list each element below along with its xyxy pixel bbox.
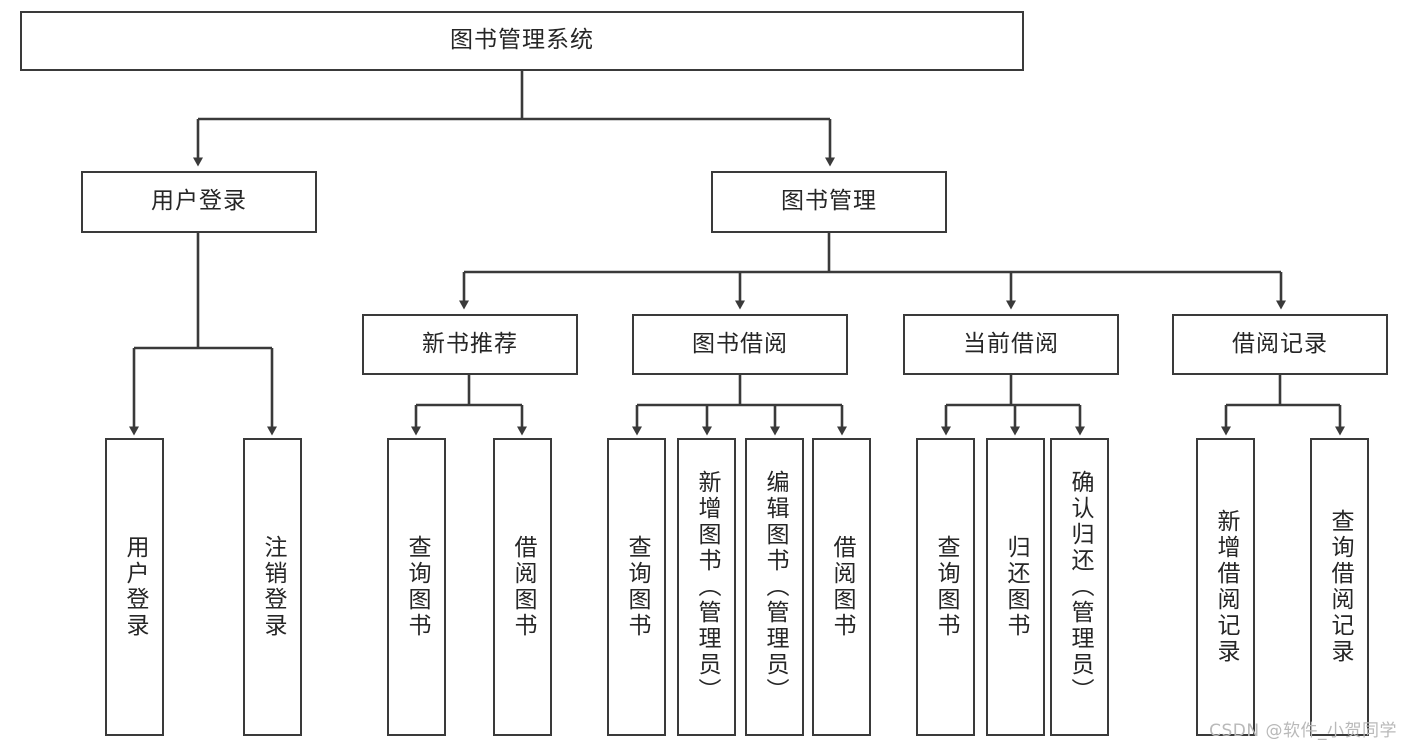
node-borrow-record[interactable]: 借阅记录 xyxy=(1172,314,1388,375)
node-label: 新增图书（管理员） xyxy=(694,470,720,704)
node-leaf-add-book[interactable]: 新增图书（管理员） xyxy=(677,438,736,736)
csdn-watermark: CSDN @软件_小贺同学 xyxy=(1209,721,1397,741)
node-label: 查询图书 xyxy=(404,535,430,639)
node-book-management-system[interactable]: 图书管理系统 xyxy=(20,11,1024,71)
node-leaf-borrow-book-2[interactable]: 借阅图书 xyxy=(812,438,871,736)
node-leaf-query-record[interactable]: 查询借阅记录 xyxy=(1310,438,1369,736)
node-leaf-confirm-return[interactable]: 确认归还（管理员） xyxy=(1050,438,1109,736)
node-label: 当前借阅 xyxy=(963,330,1059,357)
node-new-book-recommend[interactable]: 新书推荐 xyxy=(362,314,578,375)
node-label: 归还图书 xyxy=(1003,535,1029,639)
node-leaf-return-book[interactable]: 归还图书 xyxy=(986,438,1045,736)
node-leaf-logout-login[interactable]: 注销登录 xyxy=(243,438,302,736)
node-book-manage[interactable]: 图书管理 xyxy=(711,171,947,233)
node-label: 借阅记录 xyxy=(1232,330,1328,357)
node-label: 用户登录 xyxy=(122,535,148,639)
node-leaf-user-login[interactable]: 用户登录 xyxy=(105,438,164,736)
node-current-borrow[interactable]: 当前借阅 xyxy=(903,314,1119,375)
node-label: 图书管理系统 xyxy=(450,27,594,54)
node-leaf-query-book-1[interactable]: 查询图书 xyxy=(387,438,446,736)
node-label: 确认归还（管理员） xyxy=(1067,470,1093,704)
node-book-borrow[interactable]: 图书借阅 xyxy=(632,314,848,375)
node-label: 图书管理 xyxy=(781,188,877,215)
node-leaf-query-book-2[interactable]: 查询图书 xyxy=(607,438,666,736)
node-label: 借阅图书 xyxy=(829,535,855,639)
node-label: 图书借阅 xyxy=(692,330,788,357)
node-label: 注销登录 xyxy=(260,535,286,639)
node-leaf-edit-book[interactable]: 编辑图书（管理员） xyxy=(745,438,804,736)
node-label: 查询图书 xyxy=(933,535,959,639)
node-label: 借阅图书 xyxy=(510,535,536,639)
node-label: 用户登录 xyxy=(151,188,247,215)
node-leaf-add-record[interactable]: 新增借阅记录 xyxy=(1196,438,1255,736)
node-leaf-borrow-book-1[interactable]: 借阅图书 xyxy=(493,438,552,736)
node-leaf-query-book-3[interactable]: 查询图书 xyxy=(916,438,975,736)
node-label: 新书推荐 xyxy=(422,330,518,357)
node-user-login[interactable]: 用户登录 xyxy=(81,171,317,233)
node-label: 编辑图书（管理员） xyxy=(762,470,788,704)
node-label: 查询图书 xyxy=(624,535,650,639)
node-label: 新增借阅记录 xyxy=(1213,509,1239,665)
node-label: 查询借阅记录 xyxy=(1327,509,1353,665)
